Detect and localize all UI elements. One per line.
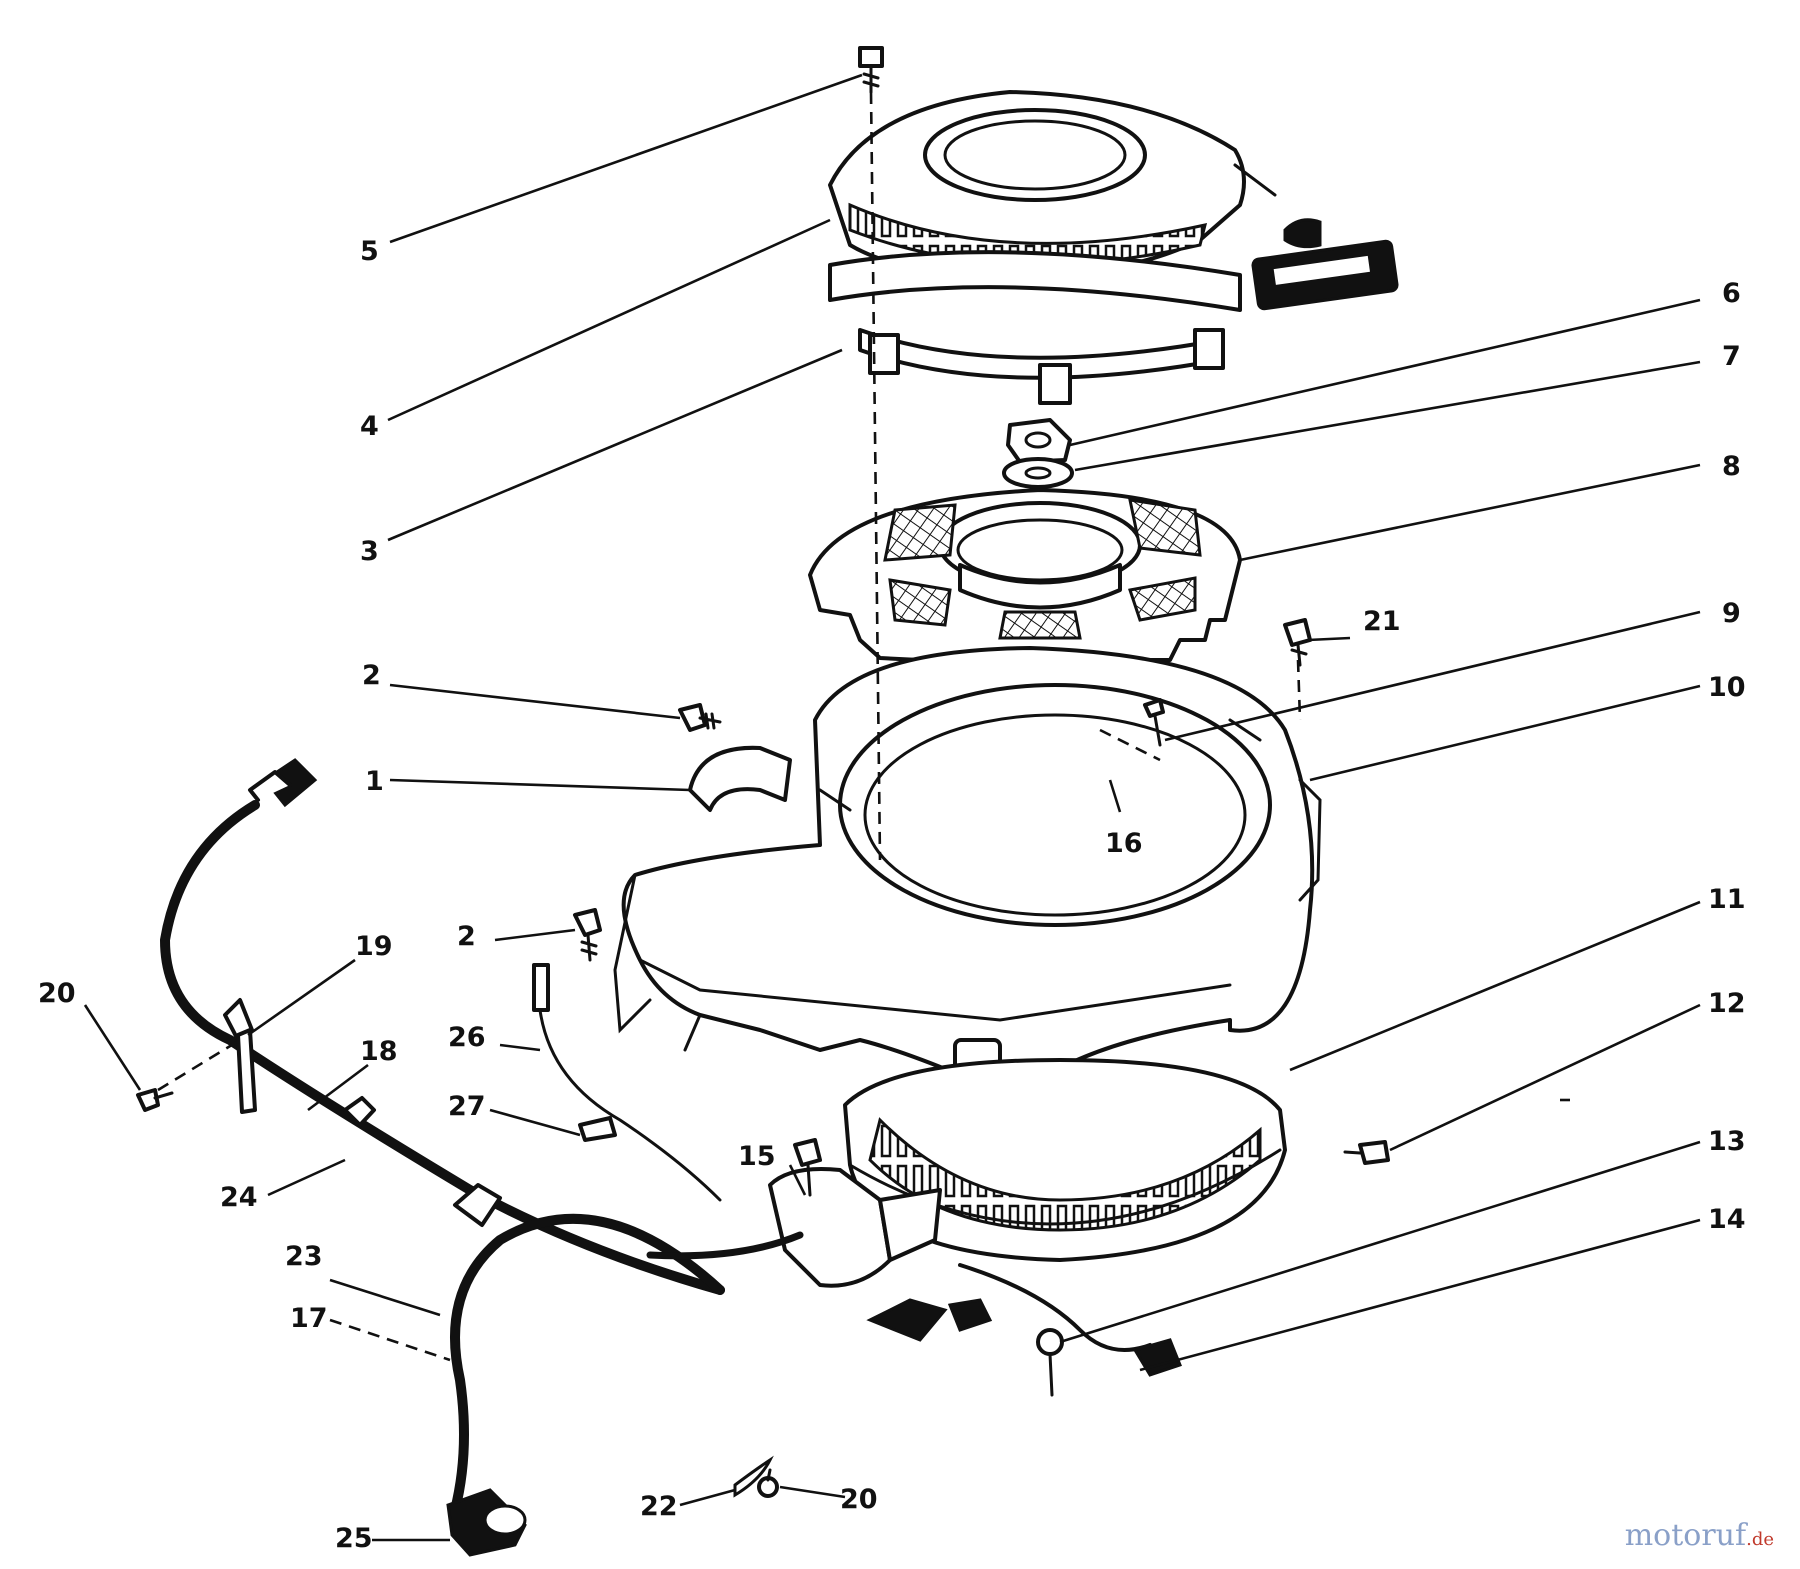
- bolt-21: [1283, 618, 1312, 667]
- callout-24: 24: [220, 1182, 258, 1213]
- callout-4: 4: [360, 411, 379, 442]
- callout-7: 7: [1722, 341, 1741, 372]
- watermark-brand: motoruf: [1624, 1518, 1747, 1553]
- starter-housing: [828, 90, 1399, 311]
- clip-27: [578, 1116, 617, 1142]
- callout-14: 14: [1708, 1204, 1746, 1235]
- screw-12: [1343, 1140, 1390, 1165]
- callout-13: 13: [1708, 1126, 1746, 1157]
- callout-21: 21: [1363, 606, 1401, 637]
- callout-8: 8: [1722, 451, 1741, 482]
- watermark-tld: .de: [1746, 1529, 1774, 1550]
- callout-5: 5: [360, 236, 379, 267]
- leaders: [83, 73, 1701, 1542]
- blower-housing: [613, 646, 1322, 1082]
- callout-6: 6: [1722, 278, 1741, 309]
- callout-1: 1: [365, 766, 384, 797]
- callout-20a: 20: [38, 978, 76, 1009]
- callout-2a: 2: [362, 660, 381, 691]
- callout-25: 25: [335, 1523, 373, 1554]
- screw-9: [1143, 698, 1165, 747]
- flywheel-fins: [843, 1058, 1287, 1262]
- callout-15: 15: [738, 1141, 776, 1172]
- nut-6: [1006, 418, 1072, 464]
- alignment-line-screw-9: [1099, 728, 1161, 762]
- shroud-1: [688, 745, 792, 812]
- callout-12: 12: [1708, 988, 1746, 1019]
- callout-10: 10: [1708, 672, 1746, 703]
- callout-3: 3: [360, 536, 379, 567]
- callout-27: 27: [448, 1091, 486, 1122]
- watermark-logo: motoruf.de: [1625, 1518, 1774, 1553]
- callout-26: 26: [448, 1022, 486, 1053]
- callout-19: 19: [355, 931, 393, 962]
- callout-9: 9: [1722, 598, 1741, 629]
- callout-23: 23: [285, 1241, 323, 1272]
- alignment-line-bolt-5: [869, 91, 882, 861]
- alignment-line-screw-20: [157, 1038, 241, 1092]
- callout-numbers: 1 2 2 3 4 5 6 7 8 9 10 11 12 13 14 15 16…: [38, 236, 1746, 1554]
- screw-20b: [757, 1468, 779, 1498]
- starter-ring: [828, 250, 1242, 405]
- alignment-line-bolt-21: [1296, 659, 1302, 721]
- callout-17: 17: [290, 1303, 328, 1334]
- callout-11: 11: [1708, 884, 1746, 915]
- screw-20a: [136, 1088, 174, 1112]
- callout-22: 22: [640, 1491, 678, 1522]
- clip-19: [236, 1028, 257, 1114]
- bolt-5: [858, 46, 884, 94]
- bolt-2b: [573, 908, 602, 962]
- spark-plug-boot: [446, 1488, 527, 1557]
- tube-26: [532, 963, 722, 1202]
- rotating-screen: [808, 488, 1242, 682]
- wire-harness: [159, 758, 804, 1515]
- callout-18: 18: [360, 1036, 398, 1067]
- washer-7: [1002, 457, 1074, 489]
- callout-2b: 2: [457, 921, 476, 952]
- callout-20b: 20: [840, 1484, 878, 1515]
- bolt-15: [793, 1138, 822, 1197]
- callout-16: 16: [1105, 828, 1143, 859]
- clip-22: [733, 1455, 774, 1498]
- bolt-2a: [678, 703, 722, 732]
- screw-13: [1036, 1328, 1064, 1397]
